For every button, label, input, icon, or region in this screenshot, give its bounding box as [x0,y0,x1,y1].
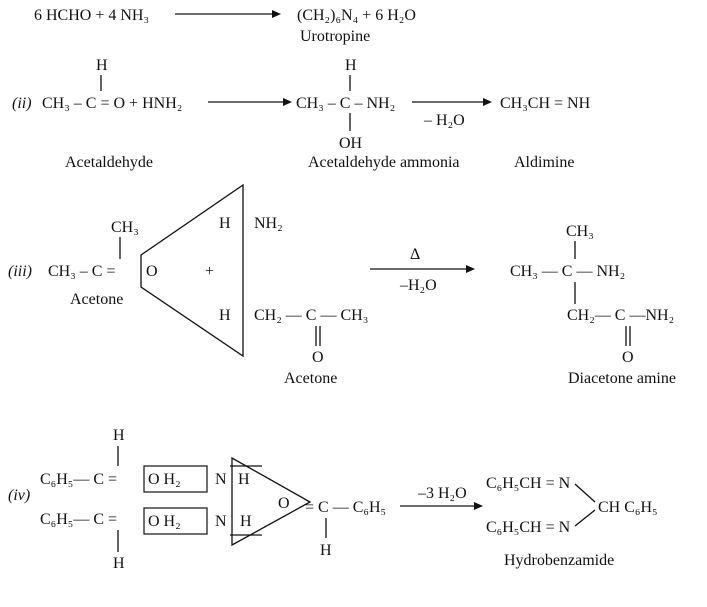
reaction-iv-h-top: H [113,427,125,444]
reaction-ii-name-acetaldehyde-ammonia: Acetaldehyde ammonia [308,154,460,171]
reaction-ii-name-acetaldehyde: Acetaldehyde [65,154,153,171]
reaction-iv-o: O [278,495,290,512]
reaction-iii-arrowhead [466,265,475,273]
reaction-i-reactants: 6 HCHO + 4 NH₃ [34,7,149,24]
reaction-iv-label: (iv) [8,487,30,504]
reaction-iii-methyl-top: CH₃ [111,219,139,236]
reaction-iv-product-row2: C₆H₅CH = N [486,519,571,536]
reaction-ii-name-aldimine: Aldimine [514,154,574,171]
reaction-iv-box-oh2-top [143,465,208,493]
reaction-iv-condition: –3 H₂O [417,485,467,502]
reaction-iv-row2: C₆H₅— C = [40,511,117,528]
reaction-iv-box-oh2-bottom [143,507,208,535]
reaction-iv-row1: C₆H₅— C = [40,471,117,488]
reaction-iii-product-oxygen: O [622,349,634,366]
reaction-ii-product: CH₃CH = NH [500,95,591,112]
reaction-iv-arrowhead [474,502,483,510]
reaction-iii-name-acetone-2: Acetone [284,370,337,387]
reaction-i-products: (CH₂)₆N₄ + 6 H₂O [297,7,416,24]
reaction-ii-reactant: CH₃ – C = O + HNH₂ [42,95,182,112]
reaction-iii-label: (iii) [8,263,32,280]
reaction-iv-elimination-triangle [231,456,312,547]
reaction-ii-arrowhead-1 [283,98,292,106]
reaction-iv-product-name: Hydrobenzamide [504,552,614,569]
reaction-iv-box-oh2-top-text: O H₂ [148,471,181,488]
reaction-iii-second-reactant: CH₂ — C — CH₃ [254,307,368,324]
reaction-iii-second-oxygen: O [312,349,324,366]
reaction-iv-product-right: CH C₆H₅ [598,499,658,516]
reaction-iv-h-lower: H [240,513,252,530]
reaction-ii-intermediate-oh: OH [339,135,363,152]
reaction-iv-product-bond-down [574,509,596,527]
reaction-ii-intermediate-h: H [345,57,357,74]
reaction-iv-product-row1: C₆H₅CH = N [486,475,571,492]
reaction-iii-condition-top: Δ [410,246,420,263]
reaction-iv-h-bottom: H [113,555,125,572]
reaction-iii-product-methyl-top: CH₃ [566,223,594,240]
reaction-iv-product-bond-up [574,483,596,503]
reaction-iv-h-upper: H [238,471,250,488]
reaction-iv-right-h: H [320,542,332,559]
reaction-iii-name-diacetone-amine: Diacetone amine [568,370,676,387]
reaction-iii-plus: + [205,263,214,280]
reaction-ii-condition: – H₂O [423,112,465,129]
reaction-ii-label: (ii) [12,95,32,112]
reaction-iii-reactant-left: CH₃ – C = [48,263,116,280]
reaction-ii-arrowhead-2 [483,98,492,106]
reaction-iv-n-bottom: N [215,513,227,530]
reaction-i-product-name: Urotropine [300,28,370,45]
reaction-iv-box-oh2-bottom-text: O H₂ [148,513,181,530]
reaction-iii-nh2: NH₂ [254,215,283,232]
reaction-i-arrowhead [272,10,281,18]
reaction-iii-product-row2: CH₂— C —NH₂ [567,307,674,324]
reaction-iii-condition-bottom: –H₂O [399,277,437,294]
reaction-iv-right-part: = C — C₆H₅ [305,499,386,516]
reaction-iii-elimination-trapezoid [140,183,244,358]
reaction-iii-h-top: H [219,215,231,232]
reaction-iii-product-row1: CH₃ — C — NH₂ [510,263,625,280]
reaction-iii-oxygen: O [146,263,158,280]
reaction-iii-name-acetone-1: Acetone [70,291,123,308]
reaction-ii-intermediate: CH₃ – C – NH₂ [296,95,395,112]
reaction-iii-h-bottom: H [219,307,231,324]
reaction-ii-reactant-h: H [96,57,108,74]
reaction-iv-n-top: N [215,471,227,488]
